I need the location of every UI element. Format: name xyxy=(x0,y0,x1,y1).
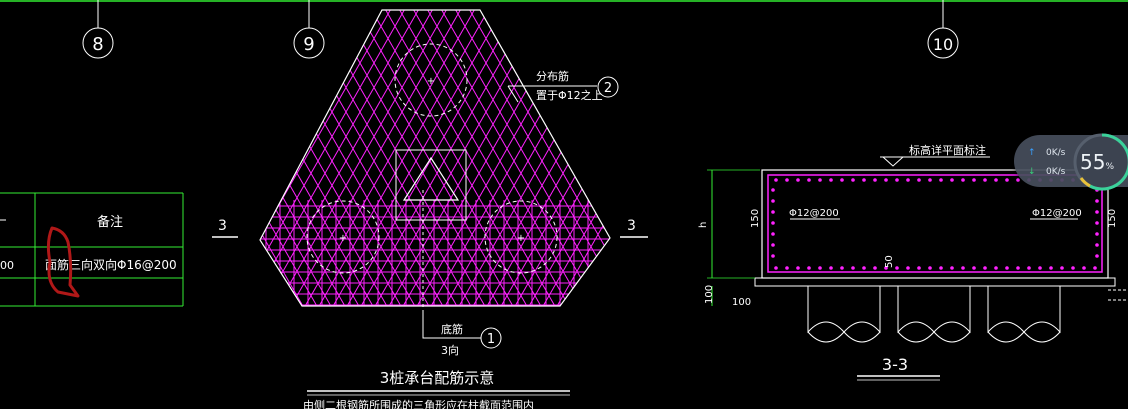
svg-text:+: + xyxy=(517,233,525,244)
svg-text:置于Φ12之上: 置于Φ12之上 xyxy=(536,88,603,102)
svg-text:3桩承台配筋示意: 3桩承台配筋示意 xyxy=(380,369,495,387)
callout-distribution-bar: 分布筋 置于Φ12之上 2 xyxy=(507,69,619,103)
dim-100-b: 100 xyxy=(732,297,751,308)
axis-9-label: 9 xyxy=(303,34,314,55)
upload-arrow-icon: ↑ xyxy=(1028,148,1036,158)
gauge-arc-green xyxy=(1089,133,1128,191)
remarks-table: 备注 00 面筋三向双向Φ16@200 xyxy=(0,192,184,307)
svg-text:3: 3 xyxy=(218,218,227,234)
section-mark-left: 3 xyxy=(212,218,238,238)
section-mark-right: 3 xyxy=(620,218,648,238)
left-rebar-label: Φ12@200 xyxy=(789,208,839,219)
upload-row: ↑ 0K/s xyxy=(1028,148,1065,158)
axis-9: 9 xyxy=(293,0,325,59)
axis-8-label: 8 xyxy=(92,34,103,55)
axis-10: 10 xyxy=(927,0,959,59)
axis-8: 8 xyxy=(82,0,114,59)
pile-top xyxy=(394,43,468,117)
svg-text:3向: 3向 xyxy=(441,343,459,357)
svg-text:1: 1 xyxy=(487,332,495,347)
svg-text:3: 3 xyxy=(627,218,636,234)
axis-10-label: 10 xyxy=(933,35,953,54)
section-title: 3-3 xyxy=(882,355,908,374)
svg-text:分布筋: 分布筋 xyxy=(536,69,569,83)
callout-bottom-bar: 底筋 3向 1 xyxy=(422,312,502,357)
dim-100-a: 100 xyxy=(704,285,715,304)
plan-title: 3桩承台配筋示意 由侧二根钢筋所围成的三角形应在柱截面范围内 xyxy=(303,369,570,409)
table-header: 备注 xyxy=(97,214,123,230)
table-row-value: 面筋三向双向Φ16@200 xyxy=(45,257,177,272)
plan-note-cut: 由侧二根钢筋所围成的三角形应在柱截面范围内 xyxy=(303,398,534,409)
download-speed: 0K/s xyxy=(1046,167,1066,177)
dim-150-right: 150 xyxy=(1107,209,1118,228)
pile-right xyxy=(484,200,558,274)
red-annotation-mark xyxy=(46,226,80,298)
svg-text:底筋: 底筋 xyxy=(441,322,463,336)
svg-text:+: + xyxy=(427,76,435,87)
pile-left xyxy=(306,200,380,274)
upload-speed: 0K/s xyxy=(1046,148,1066,158)
column-outline xyxy=(395,149,467,221)
memory-percent: 55% xyxy=(1080,150,1115,174)
table-row-left-fragment: 00 xyxy=(0,259,14,272)
gauge-arc-yellow xyxy=(1079,177,1091,188)
svg-text:+: + xyxy=(339,233,347,244)
svg-text:2: 2 xyxy=(604,81,612,96)
elevation-note: 标高详平面标注 xyxy=(909,143,986,157)
pile-cap-plan: + + + xyxy=(259,9,611,312)
right-rebar-label: Φ12@200 xyxy=(1032,208,1082,219)
download-arrow-icon: ↓ xyxy=(1028,167,1036,177)
dim-50: 50 xyxy=(884,255,895,268)
dim-h: h xyxy=(698,222,709,228)
download-row: ↓ 0K/s xyxy=(1028,167,1065,177)
memory-gauge[interactable] xyxy=(1072,132,1128,192)
dim-150-left: 150 xyxy=(750,209,761,228)
